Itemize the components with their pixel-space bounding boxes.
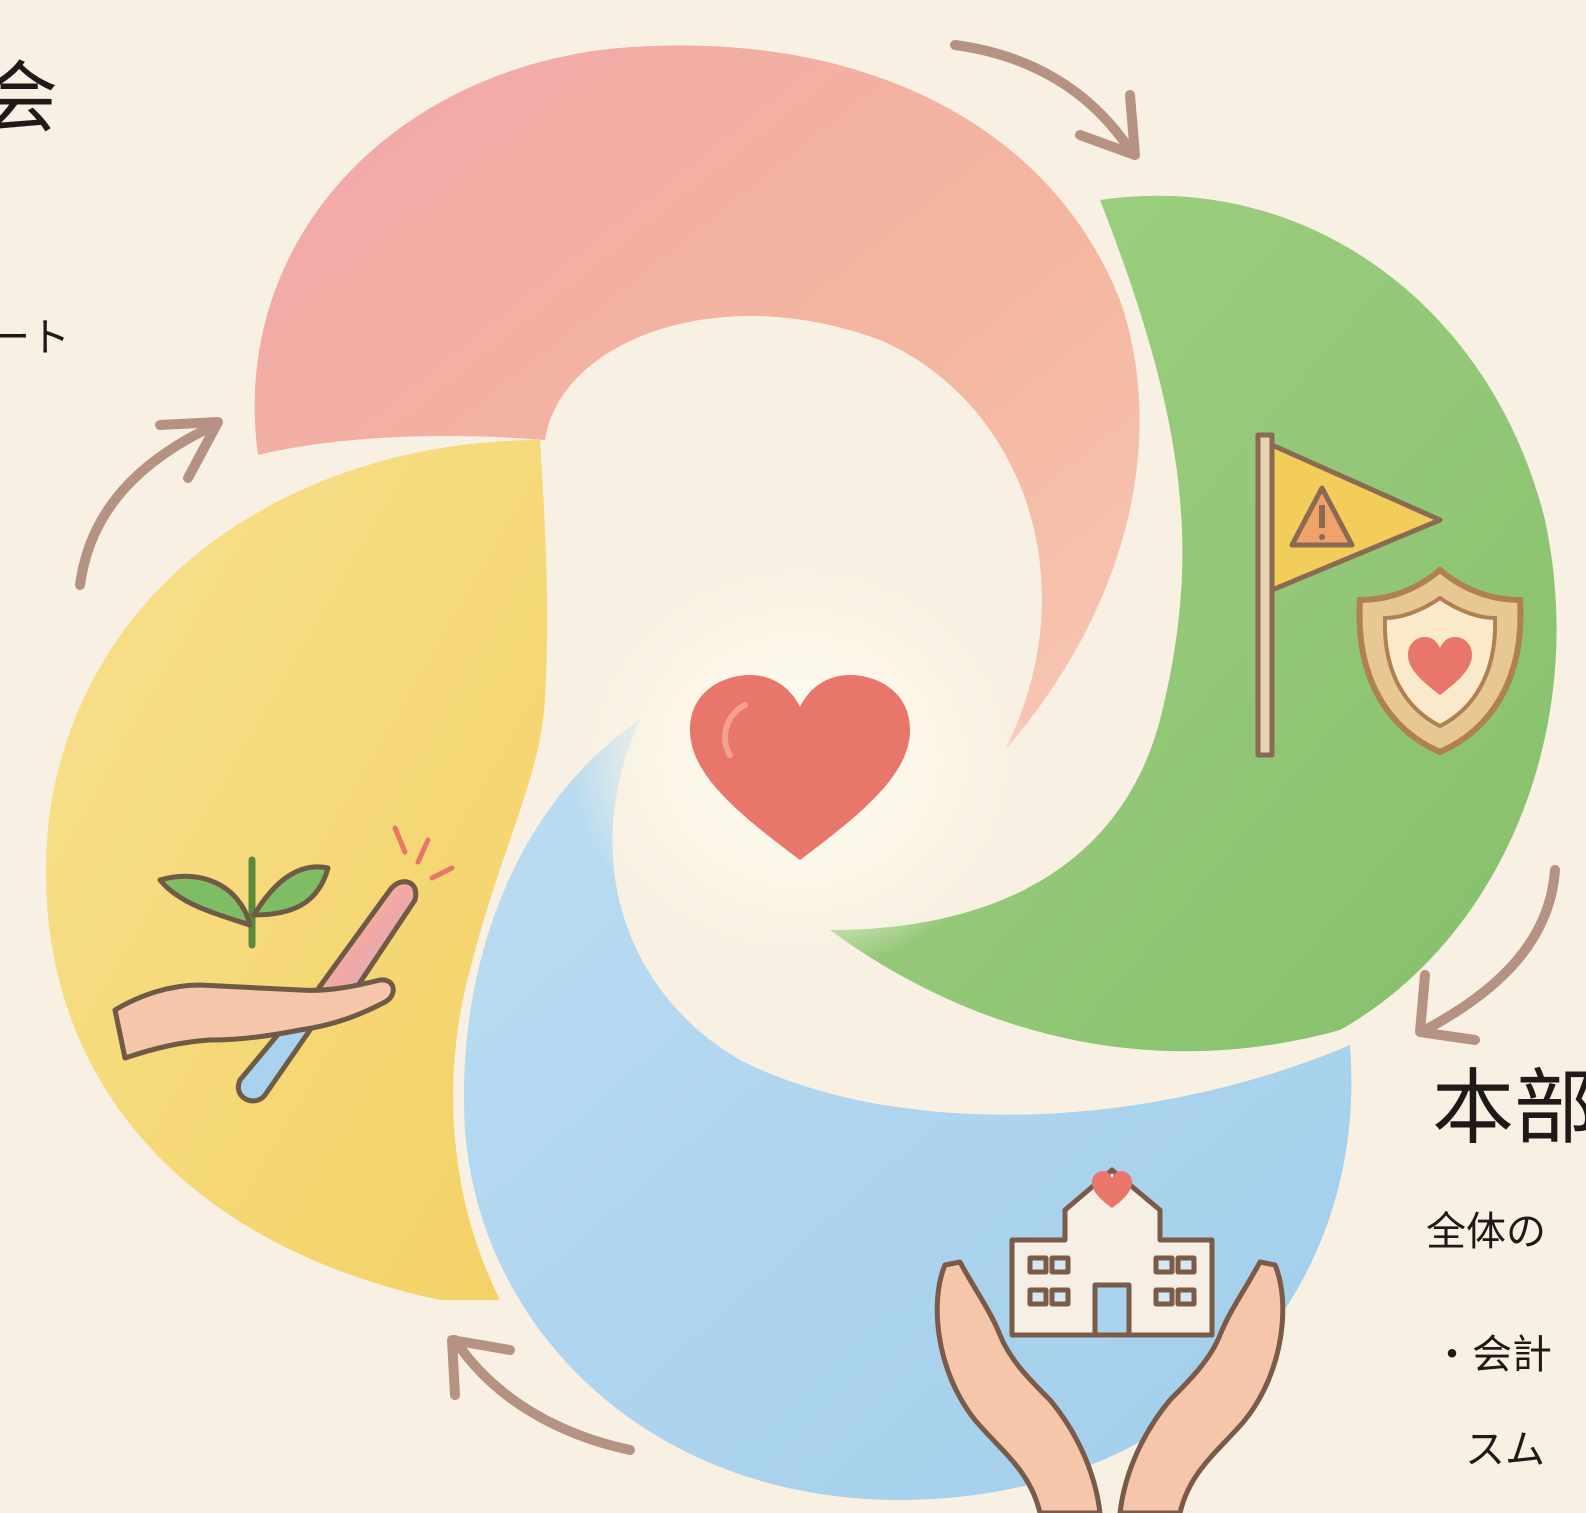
hands-holding-school-icon xyxy=(934,1167,1286,1513)
right-heading-fragment: 本部 xyxy=(1432,1061,1586,1156)
segment-pink xyxy=(254,45,1140,750)
right-description-fragment: 全体の xyxy=(1426,1209,1546,1255)
hand-with-sprout-and-baton-icon xyxy=(112,825,455,1104)
shield-heart-icon xyxy=(1356,566,1524,756)
curved-arrow-icon xyxy=(447,1335,635,1455)
curved-arrow-icon xyxy=(950,40,1140,160)
left-subheading-fragment: ート xyxy=(0,315,70,361)
curved-arrow-icon xyxy=(75,417,223,590)
warning-flag-icon xyxy=(1255,432,1443,758)
heart-icon xyxy=(690,675,910,860)
left-heading-fragment: 会 xyxy=(0,54,59,144)
right-bullet-line-2: スム xyxy=(1465,1427,1545,1473)
curved-arrow-icon xyxy=(1415,865,1560,1045)
segment-green xyxy=(830,195,1557,1052)
right-bullet-line-1: ・会計 xyxy=(1432,1332,1552,1378)
